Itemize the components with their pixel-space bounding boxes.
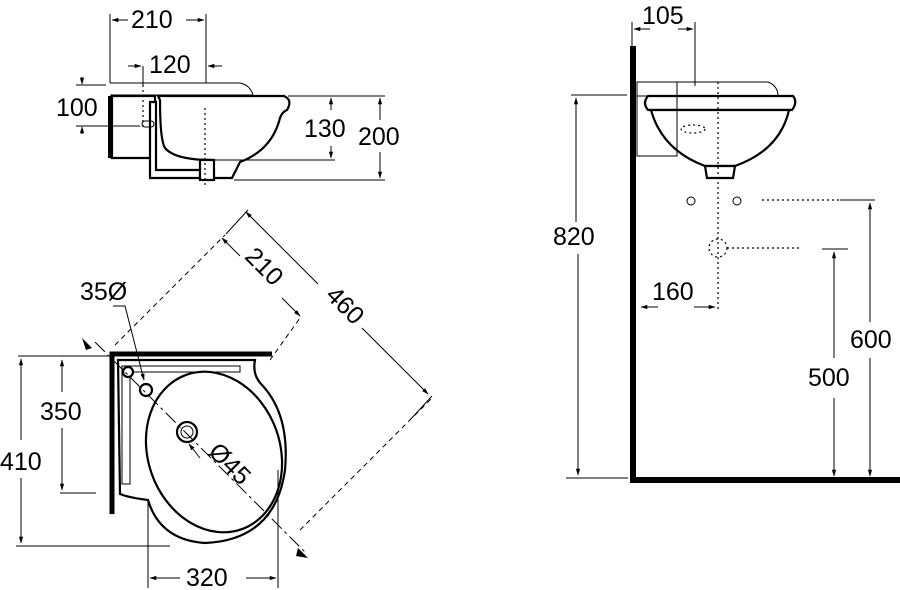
top-slab-elevation [637, 81, 779, 97]
waste-hole-inner [180, 425, 194, 439]
dim-120-label: 120 [149, 51, 191, 79]
dim-130-label: 130 [304, 115, 346, 143]
fixing-bolt-left [686, 196, 696, 206]
plan-view: 210 460 35Ø Ø45 350 410 320 [0, 209, 434, 590]
side-section-view: 210 120 100 130 200 [56, 6, 400, 185]
dim-200-label: 200 [358, 123, 400, 151]
wall-and-floor [630, 46, 900, 483]
waste-outlet [198, 158, 216, 182]
basin-bowl [649, 108, 791, 168]
dim-460-label: 460 [320, 281, 369, 330]
dim-105-label: 105 [642, 2, 684, 30]
dim-350-label: 350 [40, 398, 82, 426]
basin-rim [643, 94, 797, 112]
bowl-opening [144, 370, 284, 534]
bowl-section [156, 94, 291, 180]
tap-hole-label: 35Ø [80, 278, 127, 306]
dim-210-label: 210 [131, 6, 173, 34]
corner-walls [109, 351, 272, 514]
dim-820-label: 820 [553, 223, 595, 251]
overflow-hole [121, 365, 135, 379]
dim-320-label: 320 [186, 564, 228, 590]
dim-410-label: 410 [0, 448, 42, 476]
waste-hole-outer [175, 420, 199, 444]
wall-bracket [636, 81, 678, 157]
tap-hole [138, 382, 154, 398]
dim-160-label: 160 [652, 278, 694, 306]
dim-600-label: 600 [850, 326, 892, 354]
basin-outlet [703, 164, 737, 180]
elevation-view: 105 820 160 600 500 [553, 2, 900, 483]
dim-500-label: 500 [808, 364, 850, 392]
fixing-bolt-right [732, 196, 742, 206]
top-slab [110, 82, 254, 96]
dim-100-label: 100 [56, 94, 98, 122]
dim-210-diag-label: 210 [239, 242, 288, 291]
